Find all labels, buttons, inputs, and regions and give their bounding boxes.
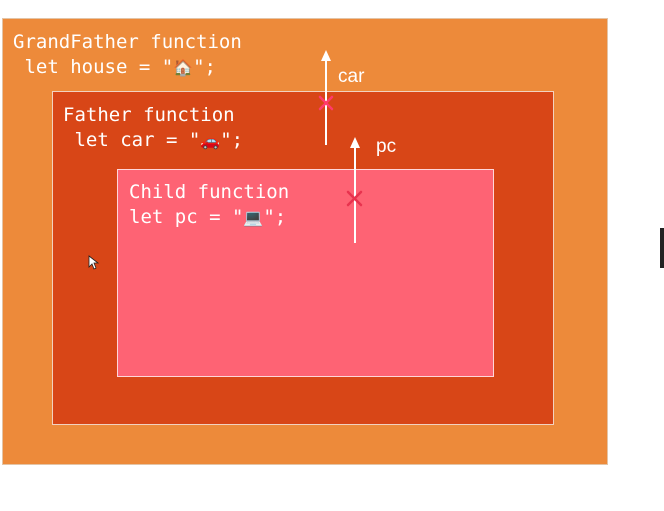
- edge-artifact: [660, 228, 664, 268]
- grandfather-code: GrandFather function let house = "🏠";: [13, 30, 242, 80]
- pc-blocked-x-icon: [346, 190, 363, 207]
- pc-arrowhead-icon: [350, 137, 360, 148]
- car-arrow-label: car: [338, 66, 365, 87]
- father-title: Father function: [63, 104, 235, 126]
- child-code-prefix: let pc = ": [129, 206, 244, 228]
- house-icon: 🏠: [173, 58, 194, 77]
- grandfather-title: GrandFather function: [13, 31, 242, 53]
- father-code: Father function let car = "🚗";: [63, 103, 243, 153]
- child-code: Child function let pc = "💻";: [129, 180, 289, 230]
- laptop-icon: 💻: [243, 208, 264, 227]
- father-code-suffix: ";: [220, 129, 244, 151]
- grandfather-code-suffix: ";: [193, 56, 216, 78]
- child-scope-box: [117, 169, 494, 377]
- pc-arrow: [350, 137, 360, 243]
- car-blocked-x-icon: [318, 95, 334, 111]
- mouse-cursor-icon: [88, 255, 100, 270]
- car-arrow: [321, 50, 331, 145]
- grandfather-code-prefix: let house = ": [13, 56, 174, 78]
- car-icon: 🚗: [200, 131, 221, 150]
- car-arrowhead-icon: [321, 50, 331, 61]
- pc-arrow-label: pc: [376, 136, 397, 157]
- father-code-prefix: let car = ": [63, 129, 201, 151]
- child-title: Child function: [129, 181, 290, 203]
- child-code-suffix: ";: [263, 206, 287, 228]
